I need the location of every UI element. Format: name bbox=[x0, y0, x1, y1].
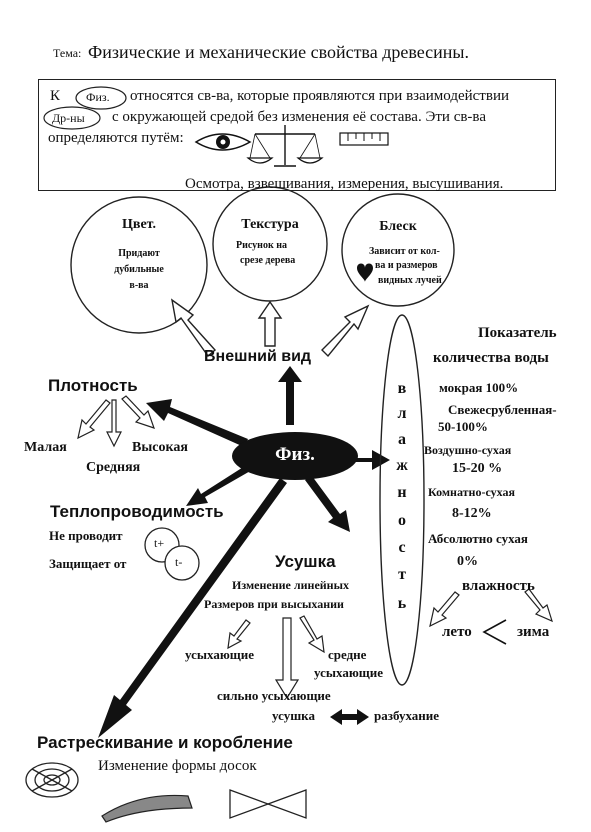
moisture-fresh-1: Свежесрубленная- bbox=[448, 402, 557, 417]
warped-board-icon bbox=[101, 794, 193, 823]
moisture-title-1: Показатель bbox=[478, 325, 557, 341]
texture-line-2: срезе дерева bbox=[240, 255, 296, 266]
shrinkage-label: Усушка bbox=[275, 552, 336, 571]
rings-icon bbox=[25, 762, 79, 798]
texture-title: Текстура bbox=[241, 217, 299, 232]
shrinkage-medium-2: усыхающие bbox=[314, 665, 384, 680]
arrow-to-texture bbox=[257, 300, 283, 347]
gloss-title: Блеск bbox=[379, 219, 417, 234]
def-part1: относятся св-ва, которые проявляются при… bbox=[130, 88, 509, 104]
gloss-line-2: ва и размеров bbox=[375, 260, 438, 271]
arrow-to-gloss bbox=[321, 304, 370, 358]
moisture-room-val: 8-12% bbox=[452, 506, 492, 521]
density-medium: Средняя bbox=[86, 460, 141, 475]
moisture-air-val: 15-20 % bbox=[452, 461, 503, 476]
bowtie-board-icon bbox=[229, 789, 307, 819]
moisture-letter-6: о bbox=[398, 512, 406, 529]
ruler-icon bbox=[339, 132, 389, 146]
topic-label: Тема: bbox=[53, 46, 82, 60]
gloss-line-1: Зависит от кол- bbox=[369, 246, 440, 257]
less-than-sign bbox=[482, 619, 507, 645]
moisture-wet: мокрая 100% bbox=[439, 380, 519, 395]
cracking-desc: Изменение формы досок bbox=[98, 758, 257, 774]
moisture-letter-4: ж bbox=[396, 457, 408, 474]
cracking-label: Растрескивание и коробление bbox=[37, 733, 293, 752]
density-arrows bbox=[77, 395, 155, 448]
color-line-3: в-ва bbox=[129, 280, 149, 291]
page-title: Физические и механические свойства древе… bbox=[88, 42, 470, 62]
t-minus-label: t- bbox=[175, 555, 183, 569]
color-line-1: Придают bbox=[118, 248, 160, 259]
density-low: Малая bbox=[24, 440, 67, 455]
moisture-air: Воздушно-сухая bbox=[424, 443, 512, 457]
eye-icon bbox=[194, 133, 252, 151]
drny-oval bbox=[43, 106, 101, 130]
center-oval bbox=[232, 432, 358, 480]
def-drny: Др-ны bbox=[52, 111, 85, 125]
conductivity-label: Теплопроводимость bbox=[50, 502, 224, 521]
gloss-circle bbox=[341, 193, 455, 307]
def-fiz: Физ. bbox=[86, 90, 110, 104]
fiz-oval bbox=[75, 86, 127, 110]
density-high: Высокая bbox=[132, 440, 188, 455]
moisture-letter-8: т bbox=[398, 566, 406, 583]
heart-icon bbox=[357, 263, 373, 282]
shrinkage-desc-2: Размеров при высыхании bbox=[204, 597, 344, 611]
shrinkage-swell: разбухание bbox=[374, 708, 440, 723]
moisture-title-2: количества воды bbox=[433, 350, 549, 366]
moisture-abs: Абсолютно сухая bbox=[428, 531, 528, 546]
conductivity-line-2: Защищает от bbox=[49, 556, 127, 571]
humidity-arrows bbox=[429, 588, 553, 628]
density-label: Плотность bbox=[48, 376, 138, 395]
moisture-winter: зима bbox=[517, 624, 550, 640]
shrinkage-medium-1: средне bbox=[328, 647, 367, 662]
color-title: Цвет. bbox=[122, 217, 156, 232]
moisture-summer: лето bbox=[442, 624, 472, 640]
moisture-ellipse bbox=[379, 314, 425, 686]
moisture-humidity: влажность bbox=[462, 578, 535, 594]
arrow-to-color bbox=[171, 298, 217, 358]
shrinkage-shrink: усушка bbox=[272, 708, 315, 723]
gloss-line-3: видных лучей bbox=[378, 275, 442, 286]
appearance-label: Внешний вид bbox=[204, 348, 312, 365]
moisture-room: Комнатно-сухая bbox=[428, 485, 515, 499]
def-k: К bbox=[50, 88, 61, 104]
def-part3: определяются путём: bbox=[48, 130, 184, 146]
texture-line-1: Рисунок на bbox=[236, 240, 287, 251]
moisture-fresh-2: 50-100% bbox=[438, 419, 488, 434]
shrinkage-arrows bbox=[227, 615, 325, 700]
moisture-letter-5: н bbox=[397, 484, 407, 501]
t-minus-circle bbox=[164, 545, 200, 581]
double-arrow bbox=[330, 709, 369, 725]
def-part2: с окружающей средой без изменения её сос… bbox=[112, 109, 486, 125]
moisture-letter-7: с bbox=[398, 539, 406, 556]
shrinkage-drying: усыхающие bbox=[185, 647, 255, 662]
moisture-letter-3: а bbox=[398, 431, 406, 448]
conductivity-line-1: Не проводит bbox=[49, 528, 123, 543]
color-line-2: дубильные bbox=[114, 264, 164, 275]
moisture-letter-2: л bbox=[397, 405, 407, 422]
t-plus-label: t+ bbox=[154, 536, 165, 550]
moisture-abs-val: 0% bbox=[457, 554, 478, 569]
definition-box bbox=[38, 79, 556, 191]
moisture-letter-1: в bbox=[397, 380, 407, 397]
color-circle bbox=[70, 196, 208, 334]
scales-icon bbox=[246, 125, 324, 167]
moisture-letter-9: ь bbox=[397, 595, 407, 612]
def-methods: Осмотра, взвешивания, измерения, высушив… bbox=[185, 176, 504, 192]
center-arrows bbox=[98, 366, 390, 738]
center-label: Физ. bbox=[275, 444, 315, 465]
shrinkage-desc-1: Изменение линейных bbox=[232, 578, 349, 592]
shrinkage-strong: сильно усыхающие bbox=[217, 688, 331, 703]
